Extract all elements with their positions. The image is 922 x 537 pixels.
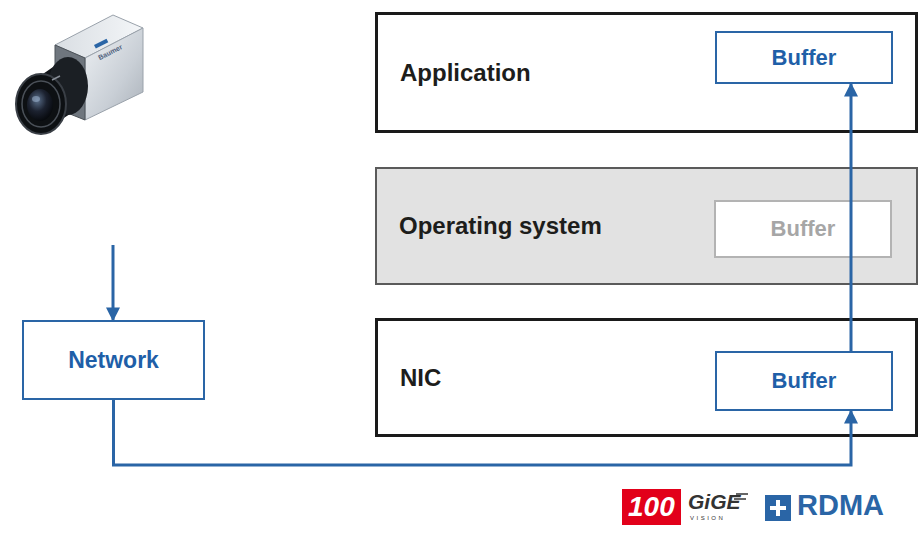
logo-text: 100: [628, 491, 675, 522]
camera-illustration: [16, 15, 143, 134]
layer-box: NIC Buffer: [375, 318, 918, 437]
logo-text: RDMA: [797, 489, 884, 521]
layer-box: Operating system Buffer: [375, 167, 918, 285]
network-box: Network: [22, 320, 205, 400]
rdma-plus-icon: [765, 495, 791, 521]
box-label: Network: [68, 347, 159, 374]
logo-text: GiGE: [688, 490, 741, 513]
buffer-box: Buffer: [715, 31, 893, 84]
layer-box: Application Buffer: [375, 12, 918, 133]
camera-feed-arrow: [112, 245, 115, 320]
box-label: Application: [400, 59, 531, 87]
box-label: Operating system: [399, 212, 602, 240]
logo-text: GiGE: [688, 490, 741, 514]
bypassed-buffer-box: Buffer: [714, 200, 892, 258]
logo-text: 100: [622, 489, 681, 525]
logo-text: RDMA: [797, 489, 884, 522]
box-label: Buffer: [772, 45, 837, 71]
buffer-box: Buffer: [715, 351, 893, 411]
box-label: Buffer: [772, 368, 837, 394]
box-label: Buffer: [771, 216, 836, 242]
box-label: NIC: [400, 364, 441, 392]
logo-text: VISION: [690, 515, 725, 521]
logo-text: VISION: [690, 515, 725, 521]
